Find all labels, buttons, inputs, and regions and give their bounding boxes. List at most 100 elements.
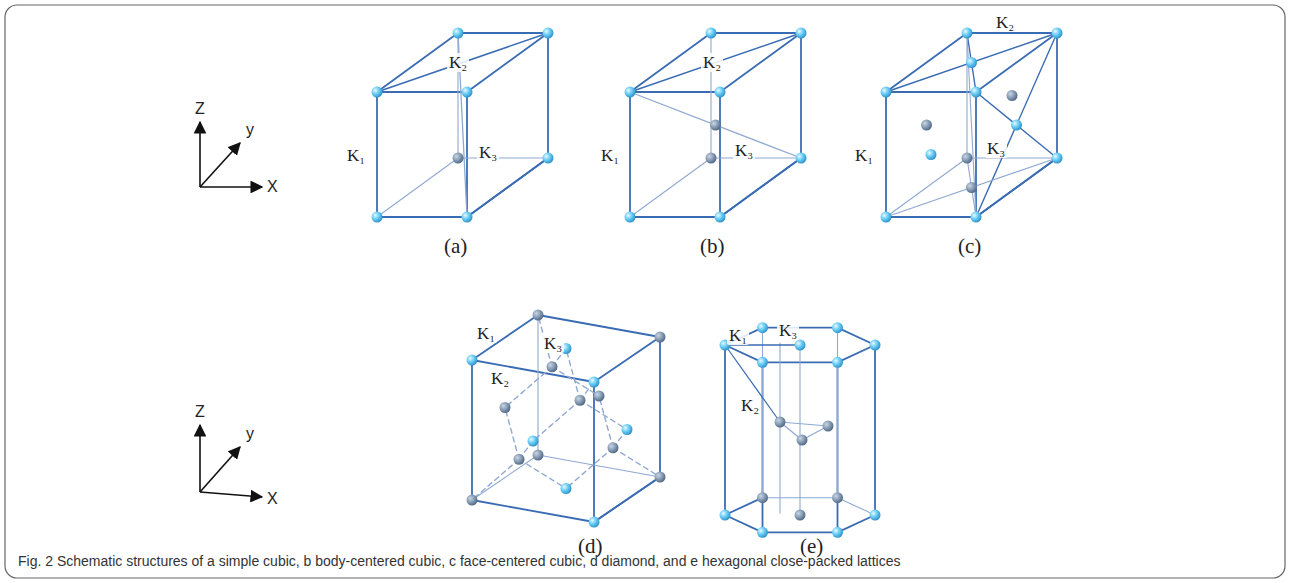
lattice-line xyxy=(630,216,720,218)
axis-set xyxy=(200,122,262,187)
atom xyxy=(757,322,768,333)
bond-label: K₃ xyxy=(542,334,564,353)
lattice-line xyxy=(725,515,763,532)
lattice-line xyxy=(838,498,876,515)
lattice-line xyxy=(838,515,876,532)
lattice-line xyxy=(593,382,595,522)
lattice-line xyxy=(967,157,1057,158)
bond-label: K₃ xyxy=(733,141,755,160)
atom xyxy=(795,510,806,521)
lattice-line xyxy=(458,157,548,158)
lattice-line xyxy=(763,531,838,533)
lattice-line xyxy=(458,32,548,34)
lattice-line xyxy=(886,91,976,93)
lattice-line xyxy=(377,33,548,92)
bond-label: K₂ xyxy=(739,396,761,415)
atom xyxy=(775,417,786,428)
atom xyxy=(467,495,478,506)
lattice-line xyxy=(533,400,580,441)
atom xyxy=(1052,28,1063,39)
atom xyxy=(575,395,586,406)
panel-label: (c) xyxy=(956,235,983,258)
atom xyxy=(715,212,726,223)
atom xyxy=(589,517,600,528)
atom xyxy=(796,28,807,39)
atom xyxy=(926,149,937,160)
axis-label: y xyxy=(244,425,256,443)
atom xyxy=(796,153,807,164)
lattice-line xyxy=(885,92,887,217)
lattice-line xyxy=(377,33,458,92)
lattice-line xyxy=(538,455,660,477)
lattice-line xyxy=(629,92,631,217)
axis-label: X xyxy=(265,490,280,508)
bond-label: K₂ xyxy=(447,53,469,72)
atom xyxy=(453,153,464,164)
atom xyxy=(608,442,619,453)
atom xyxy=(467,355,478,366)
figure-frame xyxy=(5,5,1285,578)
atom xyxy=(528,436,539,447)
lattice-line xyxy=(799,345,800,515)
lattice-line xyxy=(719,92,721,217)
axis-label: Z xyxy=(193,403,207,421)
lattice-line xyxy=(976,33,1057,92)
lattice-line xyxy=(599,396,613,448)
atom xyxy=(1007,90,1018,101)
atom xyxy=(1052,153,1063,164)
lattice-line xyxy=(547,33,549,158)
atom xyxy=(514,454,525,465)
bond-label: K₂ xyxy=(489,369,511,388)
atom xyxy=(870,340,881,351)
atom xyxy=(832,492,843,503)
lattice-line xyxy=(594,337,660,382)
lattice-line xyxy=(976,158,1057,217)
atom xyxy=(500,402,511,413)
lattice-line xyxy=(472,315,538,360)
lattice-line xyxy=(710,33,711,158)
lattice-line xyxy=(886,33,1057,92)
axis-set xyxy=(200,425,262,497)
lattice-line xyxy=(377,158,458,217)
bond-label: K₂ xyxy=(701,53,723,72)
lattice-line xyxy=(630,91,720,93)
lattice-line xyxy=(594,477,660,522)
atom xyxy=(966,182,977,193)
lattice-line xyxy=(762,328,763,498)
atom xyxy=(543,153,554,164)
lattice-line xyxy=(630,92,801,158)
lattice-line xyxy=(800,33,802,158)
atom xyxy=(706,153,717,164)
lattice-line xyxy=(967,33,976,92)
lattice-line xyxy=(472,459,519,500)
atom xyxy=(795,340,806,351)
lattice-line xyxy=(467,158,548,217)
atom xyxy=(533,450,544,461)
lattice-line xyxy=(505,367,552,408)
atom xyxy=(706,28,717,39)
lattice-line xyxy=(552,367,599,396)
bond-label: K₁ xyxy=(853,146,875,165)
lattice-line xyxy=(838,345,876,362)
axis-label: y xyxy=(244,121,256,139)
atom xyxy=(533,310,544,321)
atom xyxy=(881,87,892,98)
bond-label: K₂ xyxy=(994,13,1016,32)
lattice-line xyxy=(967,158,976,217)
atom xyxy=(462,87,473,98)
atom xyxy=(823,421,834,432)
atom xyxy=(453,28,464,39)
atom xyxy=(625,87,636,98)
panel-label: (a) xyxy=(442,235,469,258)
lattice-line xyxy=(720,33,801,92)
lattice-line xyxy=(779,343,780,513)
lattice-line xyxy=(630,33,711,92)
lattice-line xyxy=(472,500,594,522)
lattice-line xyxy=(630,158,711,217)
bond-label: K₁ xyxy=(599,146,621,165)
lattice-line xyxy=(967,33,976,217)
lattice-line xyxy=(780,422,828,426)
lattice-line xyxy=(725,345,780,422)
lattice-line xyxy=(537,315,538,455)
